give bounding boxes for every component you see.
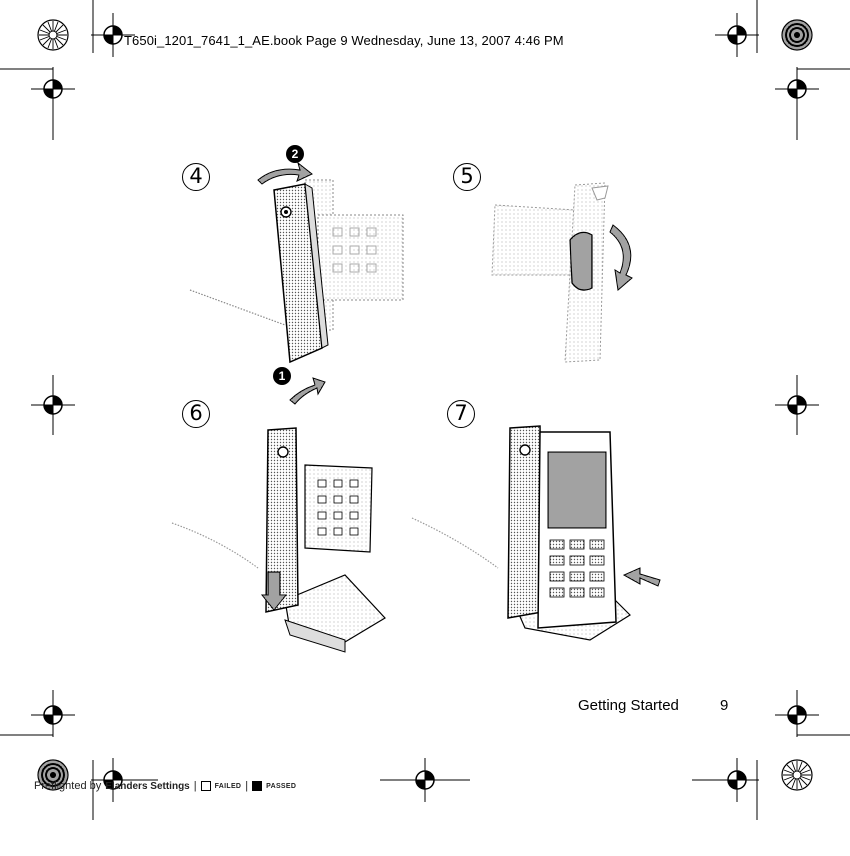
preflight-stamp: Preflighted by Elanders Settings | FAILE… bbox=[34, 780, 296, 792]
color-calibration-icon bbox=[782, 20, 812, 50]
step-number-6: 6 bbox=[182, 400, 210, 428]
registration-target-icon bbox=[775, 693, 819, 737]
registration-target-icon bbox=[380, 758, 470, 802]
preflight-prefix: Preflighted by bbox=[34, 780, 101, 792]
illustration-step-6 bbox=[172, 428, 385, 652]
illustration-step-7 bbox=[412, 426, 660, 640]
preflight-brand: Elanders Settings bbox=[105, 781, 189, 792]
page-number: 9 bbox=[720, 697, 728, 714]
registration-target-icon bbox=[692, 758, 759, 802]
registration-target-icon bbox=[31, 375, 75, 435]
registration-target-icon bbox=[775, 375, 819, 435]
book-info-header: T650i_1201_7641_1_AE.book Page 9 Wednesd… bbox=[124, 33, 564, 48]
registration-target-icon bbox=[31, 67, 75, 111]
failed-label: FAILED bbox=[215, 783, 242, 790]
divider: | bbox=[194, 780, 197, 792]
registration-target-icon bbox=[775, 67, 819, 111]
failed-checkbox-icon bbox=[201, 781, 211, 791]
step-number-4: 4 bbox=[182, 163, 210, 191]
passed-checkbox-icon bbox=[252, 781, 262, 791]
callout-two-badge: 2 bbox=[286, 145, 304, 163]
divider: | bbox=[245, 780, 248, 792]
color-calibration-icon bbox=[782, 760, 812, 790]
passed-label: PASSED bbox=[266, 783, 296, 790]
step-number-5: 5 bbox=[453, 163, 481, 191]
step-number-7: 7 bbox=[447, 400, 475, 428]
registration-target-icon bbox=[31, 693, 75, 737]
callout-one-badge: 1 bbox=[273, 367, 291, 385]
registration-target-icon bbox=[715, 13, 759, 57]
section-title: Getting Started bbox=[578, 697, 679, 714]
illustration-step-5 bbox=[492, 183, 632, 362]
color-calibration-icon bbox=[38, 20, 68, 50]
illustration-step-4 bbox=[190, 163, 403, 404]
